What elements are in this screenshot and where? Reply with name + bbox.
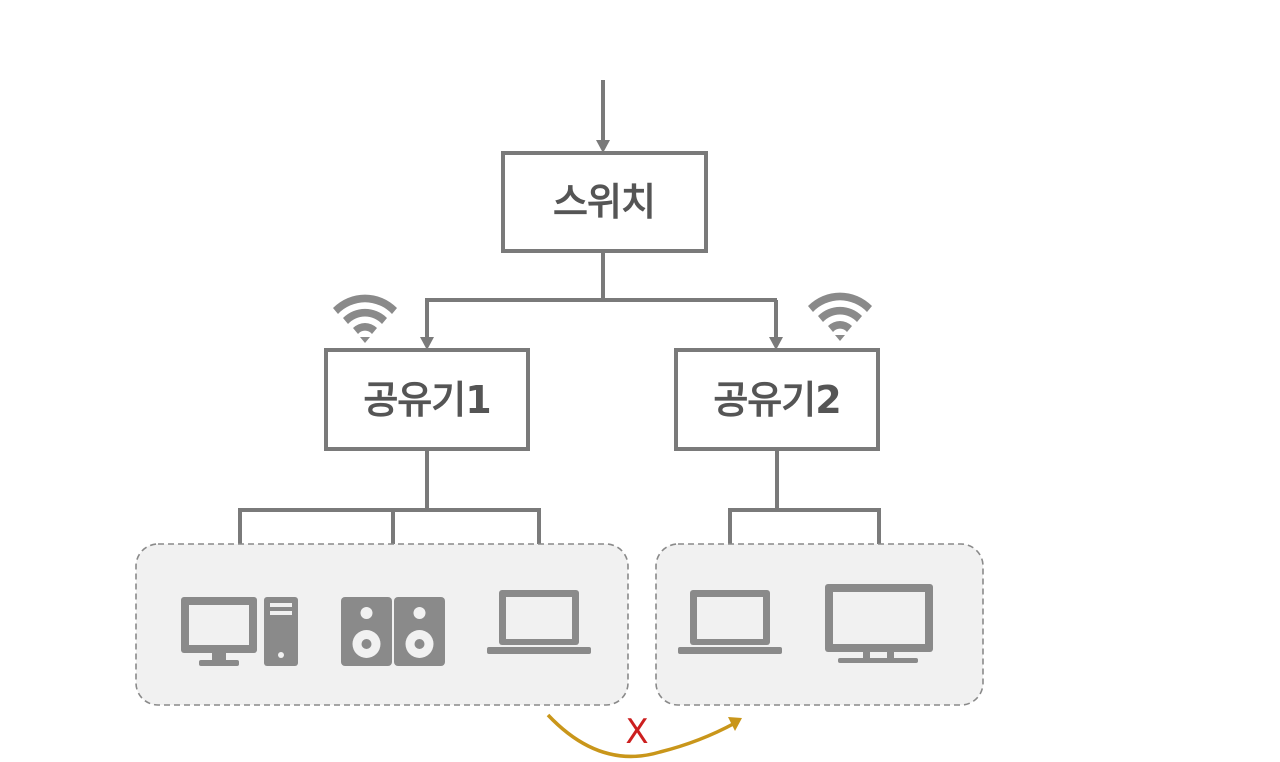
router1-label: 공유기1 bbox=[363, 378, 490, 422]
laptop-icon bbox=[678, 590, 782, 654]
switch-to-routers-connector bbox=[420, 251, 783, 350]
wifi-icon bbox=[333, 294, 397, 343]
uplink-connector bbox=[596, 80, 610, 153]
switch-node: 스위치 bbox=[501, 151, 708, 253]
desktop-tower-icon bbox=[181, 597, 298, 666]
monitor-icon bbox=[825, 584, 933, 663]
speakers-icon bbox=[341, 597, 445, 666]
blocked-marker: X bbox=[625, 712, 648, 752]
switch-label: 스위치 bbox=[553, 180, 655, 224]
router2-node: 공유기2 bbox=[674, 348, 880, 451]
wifi-icon bbox=[808, 292, 872, 341]
blocked-connection-arrow bbox=[546, 713, 742, 759]
router2-label: 공유기2 bbox=[713, 378, 840, 422]
laptop-icon bbox=[487, 590, 591, 654]
router1-node: 공유기1 bbox=[324, 348, 530, 451]
